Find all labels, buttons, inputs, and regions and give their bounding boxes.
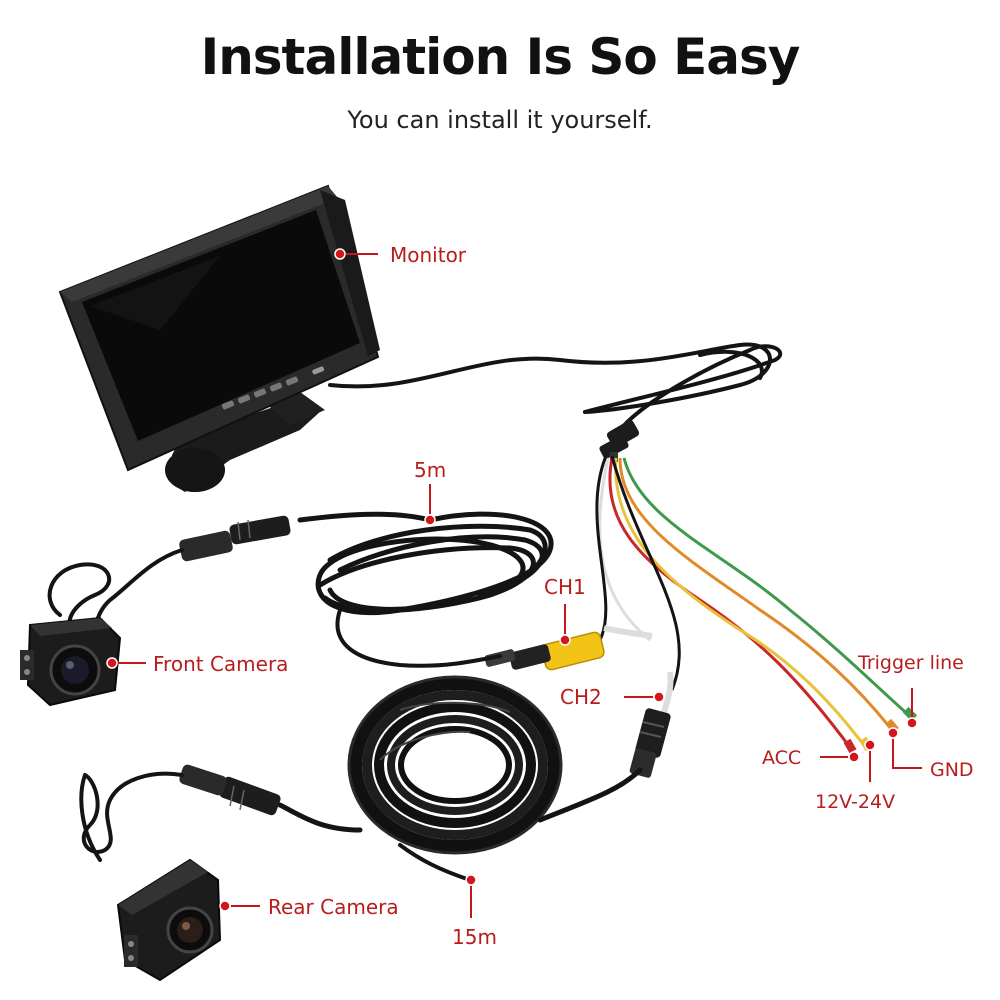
- rear-camera-label: Rear Camera: [268, 895, 399, 919]
- power-wires: [598, 457, 918, 754]
- monitor-unit: [58, 184, 380, 492]
- cable-15m-label: 15m: [452, 925, 497, 949]
- gnd-label: GND: [930, 759, 974, 781]
- cable-coil-15m: [179, 675, 643, 882]
- gnd-callout: [887, 727, 922, 769]
- power-callout: [864, 739, 876, 782]
- front-camera-label: Front Camera: [153, 652, 288, 676]
- cable-coil-5m: [179, 511, 554, 668]
- monitor-buttons: [221, 366, 325, 410]
- ch1-rca-connector: [484, 631, 605, 671]
- monitor-cable: [328, 342, 783, 432]
- acc-label: ACC: [762, 747, 801, 769]
- cable-15m-callout: [465, 874, 477, 918]
- ch2-label: CH2: [560, 685, 602, 709]
- rear-camera-callout: [219, 900, 260, 912]
- cable-5m-callout: [424, 484, 436, 526]
- power-label: 12V-24V: [815, 791, 895, 813]
- page-title: Installation Is So Easy: [200, 28, 801, 86]
- wire-harness: [599, 420, 640, 462]
- trigger-line-callout: [906, 688, 918, 729]
- monitor-screen: [82, 210, 360, 441]
- front-camera-callout: [106, 657, 146, 669]
- ch2-callout: [624, 691, 665, 703]
- ch1-callout: [559, 604, 571, 646]
- front-camera: [20, 548, 184, 707]
- monitor-callout: [334, 248, 378, 260]
- trigger-line-label: Trigger line: [857, 652, 964, 674]
- ch2-aviation-connector: [629, 708, 671, 778]
- page-subtitle: You can install it yourself.: [347, 106, 653, 134]
- cable-5m-label: 5m: [414, 458, 446, 482]
- ch1-label: CH1: [544, 575, 586, 599]
- video-leads: [595, 455, 681, 713]
- rear-camera: [79, 771, 222, 982]
- acc-callout: [820, 751, 860, 763]
- monitor-label: Monitor: [390, 243, 467, 267]
